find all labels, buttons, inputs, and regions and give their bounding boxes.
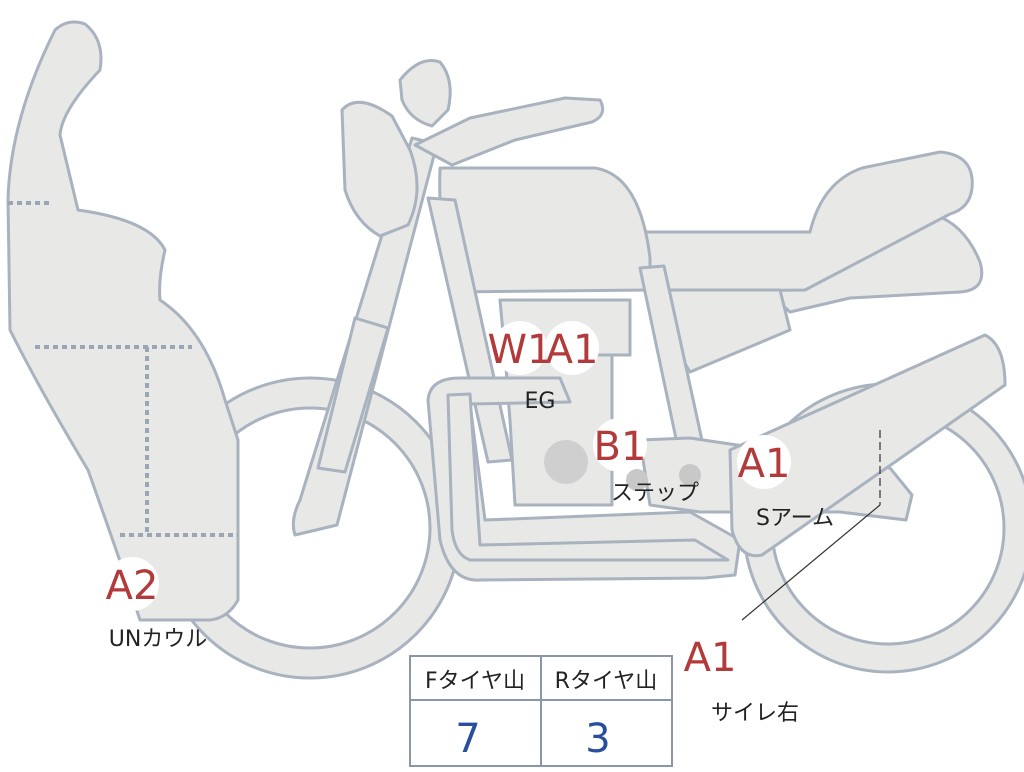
rear-tail: [758, 213, 984, 314]
damage-code: A1: [546, 327, 599, 373]
damage-code: W1: [488, 327, 553, 373]
part-label: サイレ右: [711, 701, 799, 726]
panel-dashed-lines: [8, 201, 238, 537]
exhaust-pipe: [426, 376, 742, 582]
damage-badge: [593, 418, 647, 472]
part-label: Sアーム: [756, 506, 834, 531]
front-tire-header: Fタイヤ山: [425, 669, 525, 694]
part-label: EG: [525, 389, 556, 414]
damage-code: A1: [738, 441, 791, 487]
damage-code: A2: [106, 563, 159, 609]
damage-badge: [545, 321, 599, 375]
front-fairing: [6, 20, 240, 622]
part-label: UNカウル: [109, 627, 208, 652]
damage-code: B1: [594, 424, 647, 470]
leader-lines: [741, 430, 881, 621]
exhaust-pipe-inner: [446, 392, 730, 562]
part-label: ステップ: [611, 481, 699, 506]
handlebar: [413, 96, 605, 167]
engine-disc: [544, 440, 588, 484]
muffler: [728, 333, 1007, 558]
rear-tire-header: Rタイヤ山: [555, 669, 658, 694]
step-peg: [626, 469, 648, 491]
mirror: [398, 59, 452, 128]
headlight: [340, 100, 419, 238]
front-tire-value: 7: [455, 716, 480, 762]
damage-code: A1: [684, 635, 737, 681]
rear-tire-value: 3: [585, 716, 610, 762]
damage-badge: [493, 321, 547, 375]
damage-badge: [737, 435, 791, 489]
tire-tread-table: Fタイヤ山 Rタイヤ山 7 3: [409, 655, 673, 767]
damage-badge: [683, 629, 737, 683]
step-peg: [679, 464, 701, 486]
fork-guard: [316, 316, 390, 474]
damage-badge: [105, 557, 159, 611]
